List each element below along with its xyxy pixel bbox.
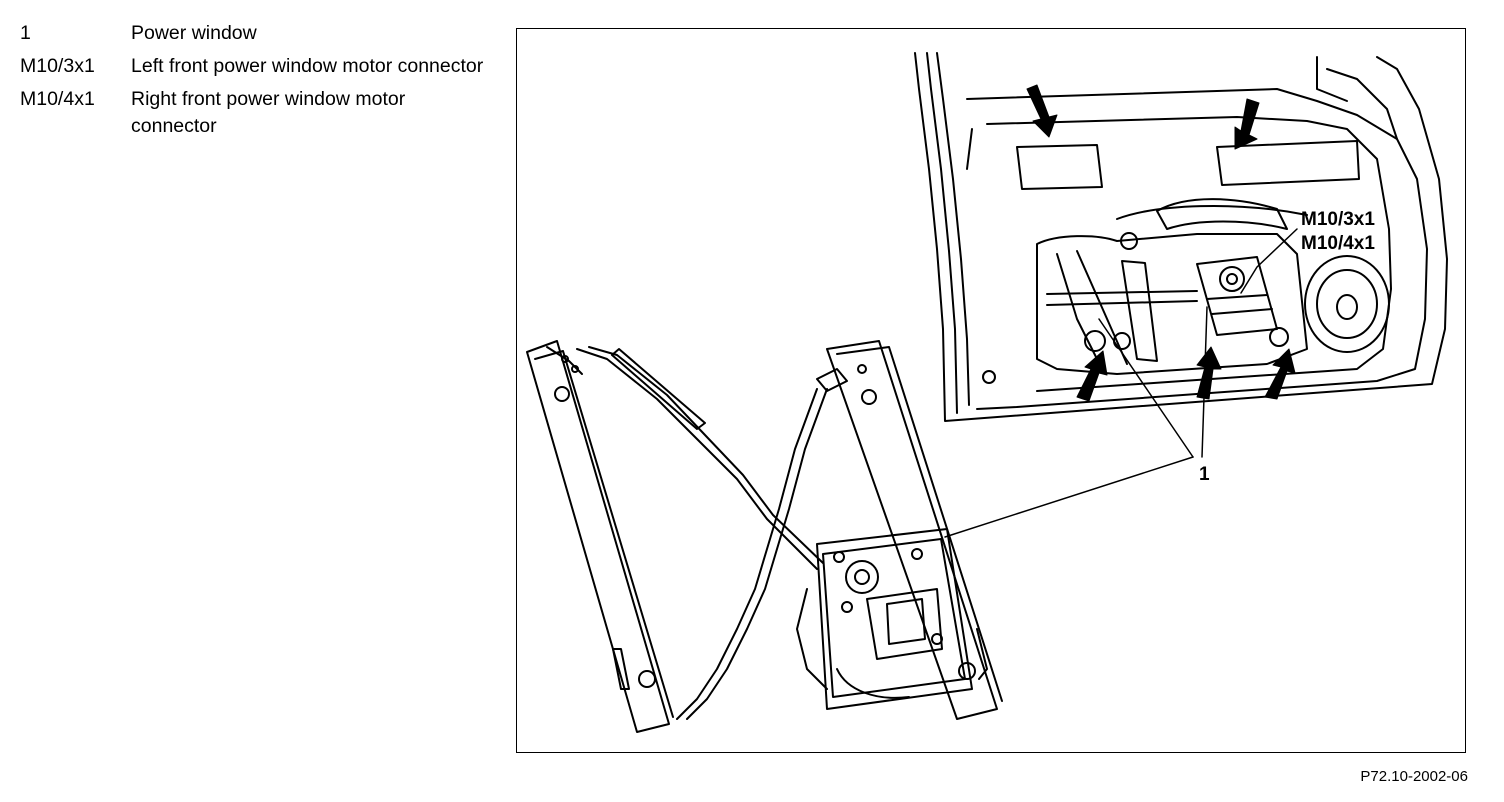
legend: 1 Power window M10/3x1 Left front power …: [20, 20, 490, 146]
leader-lines: [944, 228, 1298, 538]
arrow-icons: [1026, 84, 1296, 402]
power-window-diagram: M10/3x1 M10/4x1 1: [526, 52, 1448, 733]
callout-m10-4x1: M10/4x1: [1301, 233, 1375, 254]
legend-row-right-connector: M10/4x1 Right front power window motor c…: [20, 86, 490, 140]
window-regulator: [526, 340, 1003, 733]
callout-m10-3x1: M10/3x1: [1301, 209, 1375, 230]
door-inner-panel: [914, 52, 1448, 422]
legend-description: Right front power window motor connector: [131, 88, 406, 137]
legend-description: Power window: [131, 22, 257, 44]
figure-code: P72.10-2002-06: [1360, 768, 1468, 785]
diagram-frame: M10/3x1 M10/4x1 1: [516, 28, 1466, 753]
legend-row-left-connector: M10/3x1 Left front power window motor co…: [20, 53, 490, 80]
legend-description: Left front power window motor connector: [131, 55, 484, 77]
callout-1: 1: [1199, 464, 1210, 485]
legend-key: 1: [20, 22, 31, 44]
legend-key: M10/4x1: [20, 88, 95, 110]
legend-row-power-window: 1 Power window: [20, 20, 490, 47]
legend-key: M10/3x1: [20, 55, 95, 77]
